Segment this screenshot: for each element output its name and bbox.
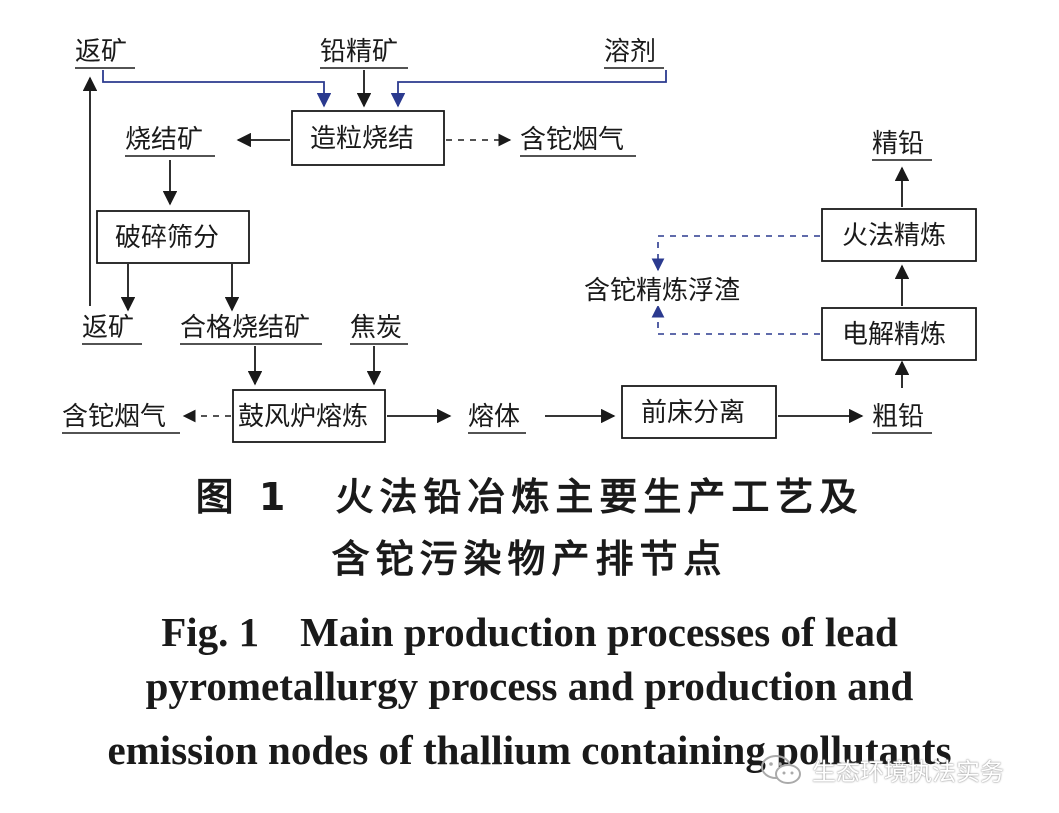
node-lead-concentrate: 铅精矿 [320, 37, 408, 69]
wechat-icon [761, 754, 801, 784]
box-electrolytic-refining: 电解精炼 [821, 307, 977, 361]
svg-text:熔体: 熔体 [468, 402, 520, 432]
svg-text:粗铅: 粗铅 [872, 402, 924, 432]
svg-text:烧结矿: 烧结矿 [125, 125, 203, 155]
arrow-electrolytic-to-dross [651, 304, 820, 335]
node-return-ore-bottom: 返矿 [82, 313, 142, 345]
svg-text:电解精炼: 电解精炼 [842, 320, 946, 350]
box-granulation-sintering: 造粒烧结 [291, 110, 445, 166]
box-fire-refining: 火法精炼 [821, 208, 977, 262]
svg-text:焦炭: 焦炭 [350, 313, 402, 343]
watermark-text: 生态环境执法实务 [812, 758, 1004, 786]
node-return-ore-top: 返矿 [75, 37, 135, 69]
svg-text:鼓风炉熔炼: 鼓风炉熔炼 [238, 402, 368, 432]
node-tl-refining-dross: 含铊精炼浮渣 [582, 276, 772, 306]
svg-text:破碎筛分: 破碎筛分 [115, 223, 219, 253]
node-refined-lead: 精铅 [872, 129, 932, 161]
node-melt: 熔体 [468, 402, 526, 434]
node-crude-lead: 粗铅 [872, 402, 932, 434]
node-qualified-sinter: 合格烧结矿 [180, 313, 322, 345]
box-crushing-screening: 破碎筛分 [96, 210, 250, 264]
arrow-return-ore-to-sintering [102, 70, 332, 108]
box-forehearth-separation: 前床分离 [621, 385, 777, 439]
svg-text:含铊精炼浮渣: 含铊精炼浮渣 [584, 276, 740, 306]
caption-cn-line2: 含铊污染物产排节点 [331, 537, 728, 581]
caption-en-line2: pyrometallurgy process and production an… [145, 663, 914, 709]
svg-text:合格烧结矿: 合格烧结矿 [180, 313, 310, 343]
node-sintered-ore: 烧结矿 [125, 125, 215, 157]
arrow-flux-to-sintering [390, 70, 667, 108]
svg-text:铅精矿: 铅精矿 [320, 37, 398, 67]
caption-en-line1: Fig. 1 Main production processes of lead [161, 609, 898, 655]
svg-text:火法精炼: 火法精炼 [842, 221, 946, 251]
svg-text:前床分离: 前床分离 [641, 398, 745, 428]
node-tl-flue-gas-bottom: 含铊烟气 [62, 402, 180, 434]
watermark: 生态环境执法实务 [760, 752, 1004, 787]
svg-text:返矿: 返矿 [75, 37, 127, 67]
svg-text:溶剂: 溶剂 [604, 37, 656, 67]
process-flow-diagram: 返矿 铅精矿 溶剂 造粒烧结 烧结矿 含铊烟气 破碎筛分 返矿 [62, 37, 977, 443]
node-tl-flue-gas-top: 含铊烟气 [520, 125, 636, 157]
svg-text:含铊烟气: 含铊烟气 [62, 402, 166, 432]
box-blast-furnace: 鼓风炉熔炼 [232, 389, 386, 443]
caption-cn-line1: 图 1 火法铅冶炼主要生产工艺及 [195, 475, 864, 519]
svg-text:精铅: 精铅 [872, 129, 924, 159]
svg-text:返矿: 返矿 [82, 313, 134, 343]
node-flux: 溶剂 [604, 37, 664, 69]
svg-text:造粒烧结: 造粒烧结 [310, 124, 414, 154]
caption-en-line3: emission nodes of thallium containing po… [107, 727, 952, 773]
svg-text:含铊烟气: 含铊烟气 [520, 125, 624, 155]
node-coke: 焦炭 [350, 313, 408, 345]
arrow-fire-refining-to-dross [651, 235, 820, 272]
